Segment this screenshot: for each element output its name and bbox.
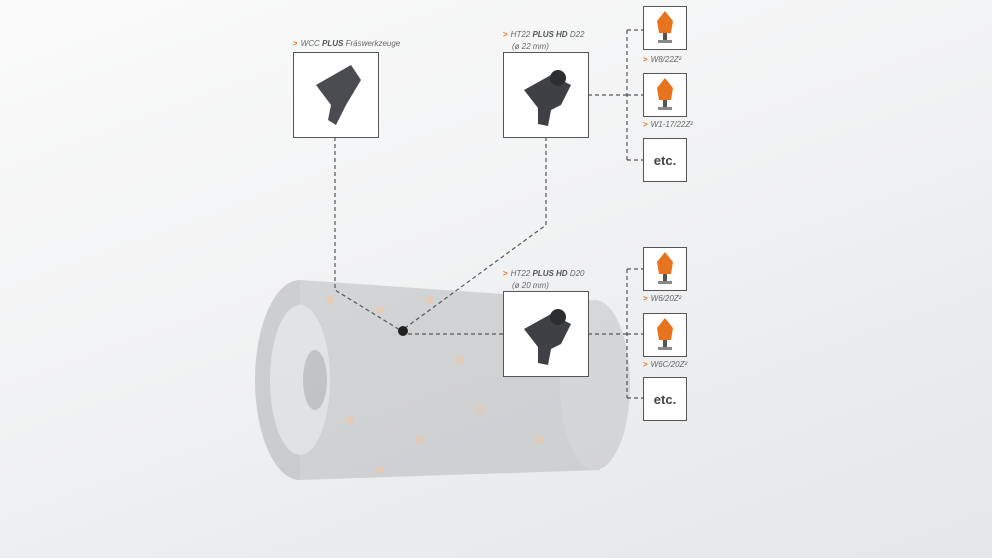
pick-label-w6: >W6/20Z²: [643, 294, 682, 303]
pick-image: [657, 318, 673, 350]
pick-label-w6c: >W6C/20Z²: [643, 360, 688, 369]
pick-image: [657, 252, 673, 284]
pick-box-w1-17[interactable]: [643, 73, 687, 117]
etc-label: etc.: [653, 152, 677, 168]
wcc-holder-box[interactable]: [293, 52, 379, 138]
label-ht22-d20: >HT22 PLUS HD D20(ø 20 mm): [503, 269, 585, 290]
holder-image: [316, 65, 361, 125]
etc-box-d20[interactable]: etc.: [643, 377, 687, 421]
label-ht22-d22: >HT22 PLUS HD D22(ø 22 mm): [503, 30, 585, 51]
holder-image: [524, 309, 571, 365]
pick-box-w8[interactable]: [643, 6, 687, 50]
etc-box-d22[interactable]: etc.: [643, 138, 687, 182]
etc-label: etc.: [653, 391, 677, 407]
pick-image: [657, 78, 673, 110]
connector-lines: [334, 29, 643, 399]
ht22-d22-holder-box[interactable]: [503, 52, 589, 138]
holder-position-marker: [398, 326, 408, 336]
pick-box-w6c[interactable]: [643, 313, 687, 357]
holder-image: [524, 70, 571, 126]
pick-image: [657, 11, 673, 43]
pick-label-w1-17: >W1-17/22Z²: [643, 120, 693, 129]
pick-label-w8: >W8/22Z²: [643, 55, 682, 64]
pick-box-w6[interactable]: [643, 247, 687, 291]
ht22-d20-holder-box[interactable]: [503, 291, 589, 377]
label-wcc: >WCC PLUS Fräswerkzeuge: [293, 39, 401, 48]
